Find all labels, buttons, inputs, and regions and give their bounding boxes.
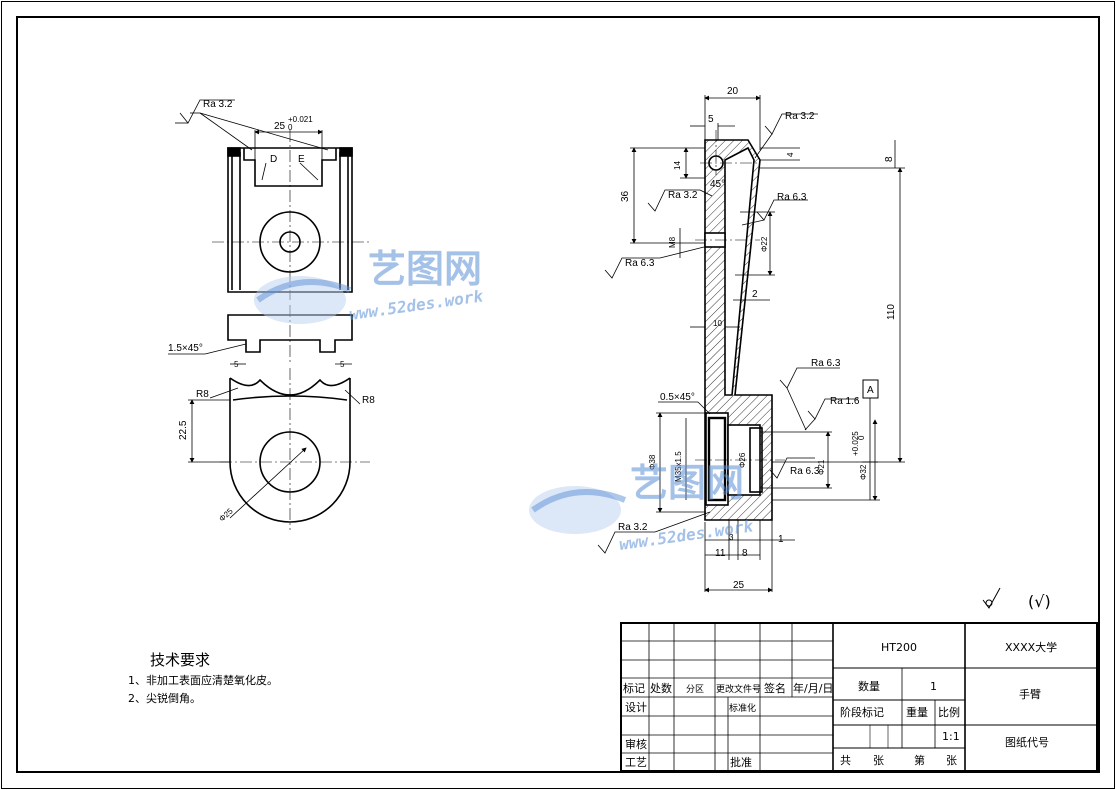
- ra-16: Ra 1.6: [830, 396, 860, 407]
- material: HT200: [881, 641, 917, 654]
- dim-10: 10: [713, 319, 722, 328]
- sheet-label: 张: [873, 754, 884, 767]
- thread-m35: M35x1.5: [674, 451, 683, 482]
- watermark-1: 艺图网 www.52des.work: [254, 247, 485, 324]
- tech-item-2: 2、尖锐倒角。: [128, 691, 201, 705]
- inner-border: [16, 16, 1100, 773]
- dim-36: 36: [620, 190, 631, 202]
- ra-bottom: Ra 3.2: [618, 522, 648, 533]
- part-name: 手臂: [1019, 687, 1041, 701]
- hdr-date: 年/月/日: [793, 681, 833, 695]
- review-label: 审核: [625, 737, 647, 751]
- radius-left-label: R8: [196, 389, 209, 400]
- design-label: 设计: [625, 701, 647, 714]
- approve-label: 批准: [730, 755, 752, 769]
- height-label: 22.5: [178, 420, 189, 440]
- sheet2-label: 张: [946, 754, 957, 767]
- radius-right-label: R8: [362, 395, 375, 406]
- hole-fit-label: 25: [274, 121, 286, 132]
- left-dim-texts: Ra 3.2 25 +0.021 0 D E 1.5×45° 5 5 R8 R8…: [168, 99, 375, 523]
- left-mid-view: [227, 314, 353, 353]
- dim-11: 11: [715, 548, 726, 559]
- ra-lower: Ra 6.3: [811, 358, 841, 369]
- tech-requirements: 技术要求 1、非加工表面应清楚氧化皮。 2、尖锐倒角。: [128, 651, 278, 705]
- datum-a: A: [867, 385, 874, 396]
- total-label: 共: [840, 754, 851, 767]
- hdr-doc: 更改文件号: [716, 683, 761, 695]
- dim-5-left: 5: [234, 360, 239, 369]
- tech-title: 技术要求: [150, 651, 210, 669]
- left-top-centerlines: [212, 130, 370, 300]
- title-block: [620, 622, 1098, 772]
- label-e: E: [298, 154, 305, 165]
- dia-26: Φ26: [738, 452, 747, 468]
- ra-left: Ra 6.3: [625, 258, 655, 269]
- dim-8: 8: [884, 156, 895, 162]
- ra-label-left-top: Ra 3.2: [203, 99, 233, 110]
- left-bottom-centerlines: [220, 368, 370, 530]
- dim-110: 110: [886, 304, 897, 320]
- hdr-sign: 签名: [764, 681, 786, 695]
- dia-22: Φ22: [760, 236, 769, 252]
- ra-mid-right: Ra 6.3: [777, 192, 807, 203]
- other-roughness: (√): [1028, 592, 1051, 611]
- dim-8b: 8: [742, 548, 748, 559]
- dim-25: 25: [733, 580, 745, 591]
- dim-3: 3: [729, 533, 734, 542]
- dim-14: 14: [673, 161, 682, 170]
- dim-20: 20: [727, 86, 739, 97]
- chamfer-05: 0.5×45°: [660, 392, 695, 403]
- dim-2: 2: [752, 289, 758, 300]
- dim-4: 4: [786, 152, 795, 157]
- watermark-2: 艺图网 www.52des.work: [529, 461, 755, 554]
- standard-label: 标准化: [729, 702, 756, 714]
- datum-box: [862, 379, 879, 399]
- ra-mid-left: Ra 3.2: [668, 190, 698, 201]
- process-label: 工艺: [625, 756, 647, 769]
- tech-item-1: 1、非加工表面应清楚氧化皮。: [128, 673, 278, 687]
- chamfer-label: 1.5×45°: [168, 343, 203, 354]
- watermark-brand-2: 艺图网: [630, 461, 744, 505]
- hdr-zone: 分区: [686, 684, 704, 695]
- scale-label: 比例: [938, 705, 960, 719]
- watermark-brand-1: 艺图网: [368, 247, 482, 291]
- thread-m8: M8: [668, 236, 677, 248]
- label-d: D: [270, 154, 277, 165]
- dia-32-tol-upper: +0.025: [851, 431, 860, 456]
- dim-5-right: 5: [340, 360, 345, 369]
- quantity: 1: [930, 680, 937, 693]
- weight-label: 重量: [906, 705, 928, 719]
- ra-inner: Ra 6.3: [790, 466, 820, 477]
- hdr-count: 处数: [650, 682, 672, 695]
- title-block-text: HT200 XXXX大学 数量 1 手臂 标记 处数 分区 更改文件号 签名 年…: [623, 640, 1057, 769]
- dia-21: Φ21: [817, 459, 826, 475]
- left-annotations: [168, 99, 361, 519]
- angle-45: 45°: [710, 179, 725, 190]
- hole-fit-upper: +0.021: [288, 115, 313, 124]
- quantity-label: 数量: [858, 680, 880, 693]
- stage-label: 阶段标记: [840, 705, 884, 719]
- drawing-code: 图纸代号: [1005, 736, 1049, 749]
- right-section-view: [704, 139, 773, 521]
- school: XXXX大学: [1005, 640, 1057, 654]
- right-centerlines: [695, 130, 785, 461]
- dim-5: 5: [708, 114, 714, 125]
- hdr-mark: 标记: [623, 681, 645, 695]
- page-label: 第: [914, 753, 925, 767]
- ra-top: Ra 3.2: [785, 111, 815, 122]
- dia-38: Φ38: [648, 454, 657, 470]
- right-dimension-lines: [597, 95, 905, 593]
- scale-value: 1:1: [942, 730, 960, 743]
- dia-32: Φ32: [859, 464, 868, 480]
- dia-32-tol-lower: 0: [857, 435, 866, 440]
- general-roughness-symbol: (√): [982, 587, 1051, 611]
- watermark-url-1: www.52des.work: [348, 286, 486, 324]
- hole-fit-lower: 0: [288, 123, 293, 132]
- dim-1: 1: [778, 534, 784, 545]
- diameter-label: Φ25: [217, 506, 235, 523]
- right-dim-texts: 20 5 Ra 3.2 4 8 14 36 45° Ra 3.2 Ra 6.3 …: [618, 86, 897, 591]
